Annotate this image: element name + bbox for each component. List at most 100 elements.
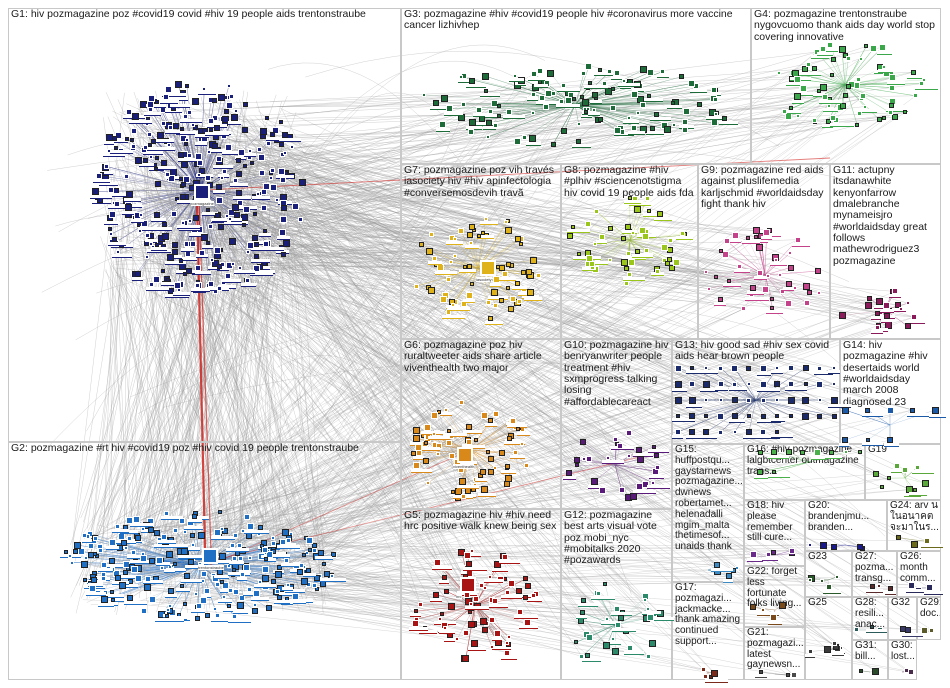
node-g3[interactable] bbox=[710, 119, 718, 127]
node-g6[interactable] bbox=[493, 411, 499, 418]
node-g1[interactable] bbox=[225, 102, 233, 110]
node-g2[interactable] bbox=[228, 588, 234, 594]
node-g3[interactable] bbox=[713, 97, 719, 103]
node-g4[interactable] bbox=[829, 72, 834, 77]
node-g5[interactable] bbox=[479, 618, 487, 626]
node-g6[interactable] bbox=[480, 468, 487, 475]
node-g8[interactable] bbox=[633, 206, 641, 214]
node-g1[interactable] bbox=[216, 197, 224, 205]
node-g3[interactable] bbox=[613, 127, 621, 135]
node-g1[interactable] bbox=[109, 211, 117, 219]
node-g2[interactable] bbox=[263, 557, 268, 562]
node-g1[interactable] bbox=[235, 171, 242, 178]
node-g7[interactable] bbox=[535, 272, 541, 278]
node-g2[interactable] bbox=[261, 574, 269, 582]
node-g2[interactable] bbox=[123, 546, 128, 551]
node-g2[interactable] bbox=[140, 527, 145, 532]
node-g3[interactable] bbox=[446, 104, 454, 112]
node-g7[interactable] bbox=[457, 227, 464, 234]
node-g2[interactable] bbox=[189, 533, 195, 539]
node-g2[interactable] bbox=[243, 563, 251, 571]
node-g3[interactable] bbox=[591, 92, 598, 99]
node-g1[interactable] bbox=[279, 216, 287, 224]
node-g1[interactable] bbox=[261, 205, 268, 212]
node-g4[interactable] bbox=[830, 115, 837, 122]
node-g6[interactable] bbox=[505, 475, 513, 483]
node-g8[interactable] bbox=[620, 236, 626, 242]
node-g5[interactable] bbox=[467, 620, 475, 628]
node-g3[interactable] bbox=[639, 101, 646, 108]
node-g5[interactable] bbox=[470, 640, 478, 648]
node-g3[interactable] bbox=[682, 107, 690, 115]
node-g1[interactable] bbox=[124, 136, 129, 141]
node-g3[interactable] bbox=[696, 101, 702, 107]
node-g1[interactable] bbox=[264, 116, 269, 121]
node-g2[interactable] bbox=[253, 590, 261, 598]
node-g1[interactable] bbox=[218, 93, 226, 101]
node-g7[interactable] bbox=[505, 286, 510, 291]
node-g2[interactable] bbox=[321, 561, 326, 566]
node-g8[interactable] bbox=[668, 237, 674, 243]
node-g2[interactable] bbox=[88, 542, 95, 549]
node-g1[interactable] bbox=[137, 229, 142, 234]
node-g3[interactable] bbox=[467, 129, 474, 136]
node-g8[interactable] bbox=[585, 220, 592, 227]
node-g3[interactable] bbox=[576, 121, 581, 126]
node-g2[interactable] bbox=[173, 528, 179, 534]
node-g2[interactable] bbox=[84, 556, 89, 561]
node-g2[interactable] bbox=[307, 547, 312, 552]
node-g2[interactable] bbox=[205, 612, 211, 618]
node-g1[interactable] bbox=[153, 276, 161, 284]
node-g1[interactable] bbox=[241, 126, 248, 133]
node-g1[interactable] bbox=[131, 113, 139, 121]
node-g1[interactable] bbox=[130, 138, 135, 143]
node-g1[interactable] bbox=[246, 250, 251, 255]
node-g3[interactable] bbox=[579, 95, 584, 100]
node-g1[interactable] bbox=[214, 247, 222, 255]
node-g2[interactable] bbox=[220, 580, 225, 585]
node-g3[interactable] bbox=[631, 91, 638, 99]
node-g1[interactable] bbox=[196, 159, 203, 166]
node-g7[interactable] bbox=[469, 281, 474, 286]
node-g3[interactable] bbox=[550, 142, 556, 148]
node-g2[interactable] bbox=[154, 529, 161, 536]
node-g3[interactable] bbox=[585, 63, 593, 71]
node-g6[interactable] bbox=[431, 412, 439, 420]
node-g1[interactable] bbox=[243, 101, 249, 107]
node-g4[interactable] bbox=[855, 123, 860, 128]
node-g6[interactable] bbox=[480, 485, 488, 493]
node-g6[interactable] bbox=[488, 455, 495, 462]
node-g1[interactable] bbox=[253, 211, 258, 216]
node-g3[interactable] bbox=[468, 118, 476, 126]
node-g3[interactable] bbox=[460, 101, 466, 107]
node-g2[interactable] bbox=[253, 603, 258, 608]
node-g1[interactable] bbox=[207, 149, 212, 154]
node-g1[interactable] bbox=[216, 156, 223, 163]
node-g7[interactable] bbox=[509, 295, 516, 302]
node-g3[interactable] bbox=[438, 121, 446, 129]
node-g1[interactable] bbox=[103, 163, 109, 169]
node-g7[interactable] bbox=[490, 289, 498, 297]
node-g7[interactable] bbox=[493, 303, 499, 309]
node-g1[interactable] bbox=[259, 170, 266, 177]
node-g3[interactable] bbox=[514, 137, 522, 145]
node-g1[interactable] bbox=[197, 172, 202, 177]
node-g1[interactable] bbox=[216, 285, 222, 291]
node-g1[interactable] bbox=[179, 259, 184, 264]
node-g4[interactable] bbox=[855, 76, 861, 82]
node-g1[interactable] bbox=[283, 240, 291, 248]
node-g1[interactable] bbox=[204, 174, 211, 181]
node-g1[interactable] bbox=[139, 212, 144, 217]
node-g1[interactable] bbox=[280, 176, 287, 183]
node-g3[interactable] bbox=[597, 116, 603, 122]
node-g1[interactable] bbox=[190, 123, 195, 128]
node-g1[interactable] bbox=[216, 263, 222, 269]
node-g2[interactable] bbox=[213, 607, 218, 612]
node-g2[interactable] bbox=[144, 575, 151, 582]
node-g1[interactable] bbox=[247, 241, 255, 249]
node-g5[interactable] bbox=[411, 620, 419, 628]
node-g5[interactable] bbox=[462, 630, 469, 637]
node-g1[interactable] bbox=[161, 232, 169, 240]
node-g6[interactable] bbox=[415, 444, 423, 452]
node-g1[interactable] bbox=[278, 167, 286, 175]
